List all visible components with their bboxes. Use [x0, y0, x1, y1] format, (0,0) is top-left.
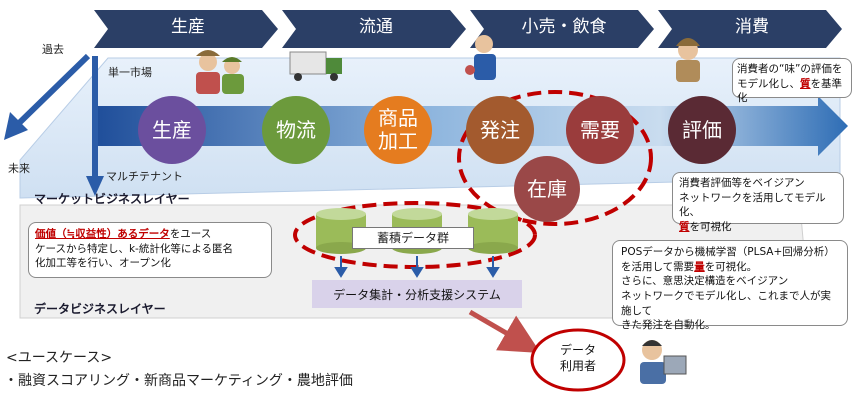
future-label: 未来 — [8, 162, 30, 175]
farmer-illustration — [196, 50, 244, 94]
stage-label-production: 生産 — [171, 17, 205, 37]
highlight-ellipse-top — [457, 90, 653, 226]
user-arrow — [468, 309, 541, 354]
data-flow-arrows — [334, 256, 500, 278]
tenant-axis-arrowhead — [86, 176, 104, 196]
circle-demand: 需要 — [566, 96, 634, 164]
chevron-stage-4 — [658, 10, 842, 48]
stage-label-distribution: 流通 — [359, 17, 393, 37]
circle-logistics: 物流 — [262, 96, 330, 164]
data-user-label: データ 利用者 — [559, 343, 596, 373]
valuable-data-callout: 価値（≒収益性）あるデータをユース ケースから特定し、k-統計化等による匿名 化… — [28, 222, 272, 278]
multi-tenant-label: マルチテナント — [106, 170, 183, 183]
pos-ml-callout: POSデータから機械学習（PLSA+回帰分析） を活用して需要量を可視化。 さら… — [612, 240, 848, 331]
chevron-stage-1 — [94, 10, 278, 48]
data-layer-label: データビジネスレイヤー — [34, 302, 166, 316]
system-label: データ集計・分析支援システム — [333, 288, 501, 302]
single-market-label: 単一市場 — [108, 66, 152, 79]
shopkeeper-illustration — [465, 35, 496, 80]
data-user-circle — [530, 328, 626, 392]
circle-production: 生産 — [138, 96, 206, 164]
usecase-title: <ユースケース> — [6, 350, 113, 366]
usecase-items: ・融資スコアリング・新商品マーケティング・農地評価 — [4, 373, 353, 389]
consumer-taste-callout: 消費者の“味”の評価を モデル化し、質を基準化 — [732, 58, 852, 104]
time-axis-arrowhead — [4, 112, 28, 140]
stage-label-retail: 小売・飲食 — [521, 17, 607, 37]
market-layer-label: マーケットビジネスレイヤー — [34, 192, 190, 206]
circle-ordering: 発注 — [466, 96, 534, 164]
time-axis-arrow — [11, 53, 91, 131]
circle-evaluation: 評価 — [668, 96, 736, 164]
circle-inventory: 在庫 — [514, 156, 580, 222]
evaluation-callout: 消費者評価等をベイジアン ネットワークを活用してモデル化、 質を可視化 — [672, 172, 844, 233]
consumer-illustration — [676, 38, 700, 82]
chevron-stage-3 — [470, 10, 654, 48]
chevron-stage-2 — [282, 10, 466, 48]
circle-processing: 商品 加工 — [364, 96, 432, 164]
stage-label-consumption: 消費 — [735, 17, 769, 37]
analysis-system-box — [312, 280, 522, 308]
truck-illustration — [289, 51, 342, 81]
storage-label: 蓄積データ群 — [352, 227, 474, 249]
data-user-illustration — [640, 340, 687, 384]
past-label: 過去 — [42, 43, 64, 56]
